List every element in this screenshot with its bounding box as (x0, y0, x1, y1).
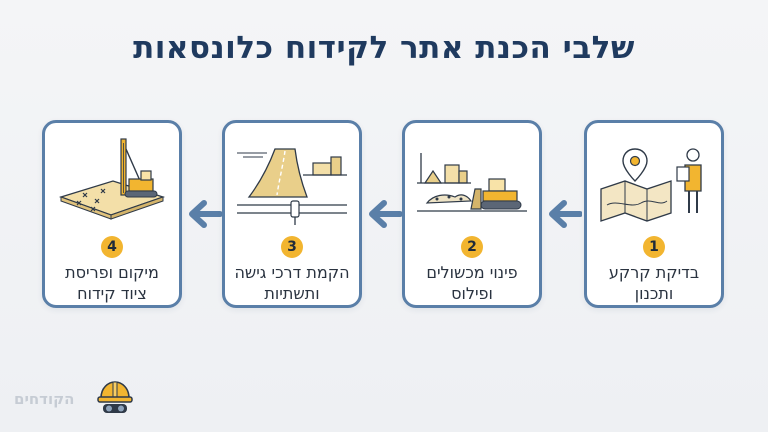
step-card-1: 1 בדיקת קרקע ותכנון (584, 120, 724, 308)
step-label: בדיקת קרקע ותכנון (608, 263, 700, 303)
step-number-badge: 1 (643, 236, 665, 258)
brand-logo: הקודחים (14, 378, 134, 418)
survey-map-icon (600, 148, 702, 222)
arrow-left-icon (369, 200, 402, 228)
step-card-3: 3 הקמת דרכי גישה ותשתיות (222, 120, 362, 308)
step-label: מיקום ופריסת ציוד קידוח (65, 263, 159, 303)
arrow-left-icon (189, 200, 222, 228)
step-number-badge: 4 (101, 236, 123, 258)
step-number-badge: 3 (281, 236, 303, 258)
step-number-badge: 2 (461, 236, 483, 258)
arrow-left-icon (549, 200, 582, 228)
access-road-icon (237, 148, 347, 225)
step-card-2: 2 פינוי מכשולים ופילוס (402, 120, 542, 308)
step-card-4: 4 מיקום ופריסת ציוד קידוח (42, 120, 182, 308)
brand-name: הקודחים (14, 390, 75, 408)
bulldozer-icon (417, 153, 527, 212)
helmet-icon (97, 381, 133, 413)
page-title: שלבי הכנת אתר לקידוח כלונסאות (133, 30, 635, 66)
step-label: הקמת דרכי גישה ותשתיות (234, 263, 350, 303)
step-label: פינוי מכשולים ופילוס (426, 263, 518, 303)
drilling-rig-icon (58, 138, 166, 220)
